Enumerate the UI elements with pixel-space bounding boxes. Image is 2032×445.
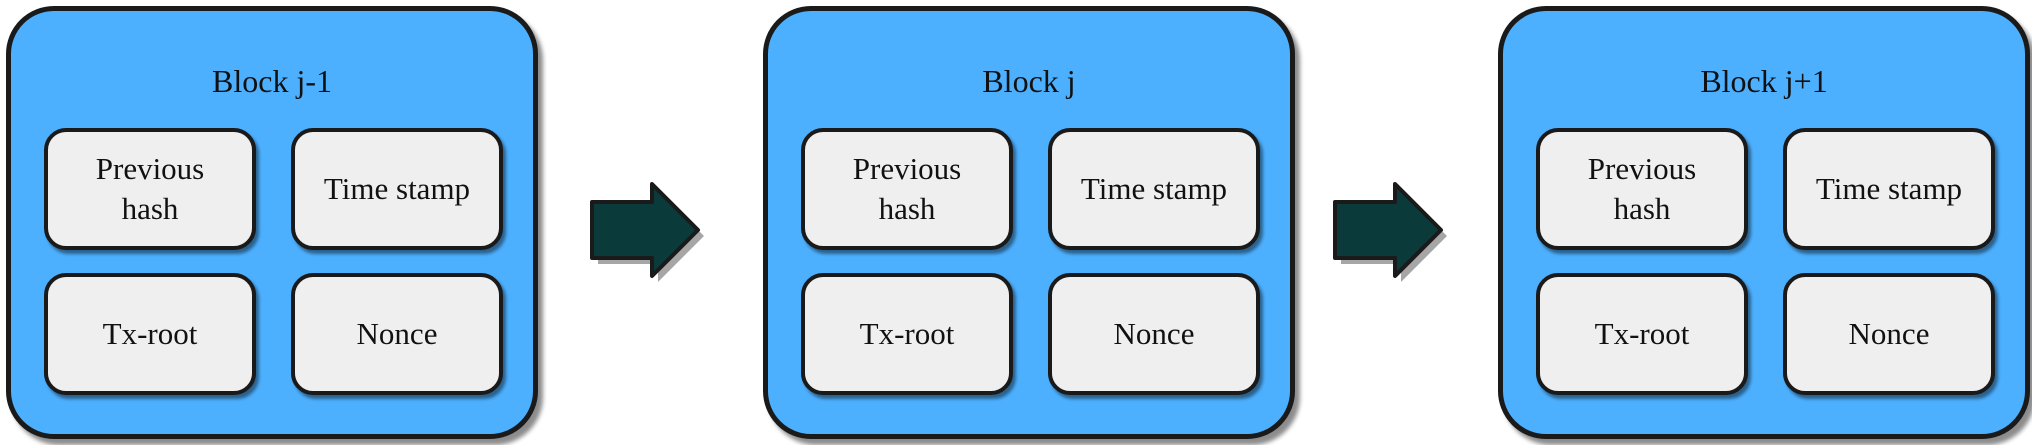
previous-hash-label-line1: Previous bbox=[852, 151, 962, 186]
previous-hash-field: Previous hash bbox=[1536, 128, 1748, 250]
previous-hash-field: Previous hash bbox=[44, 128, 256, 250]
nonce-field: Nonce bbox=[1048, 273, 1260, 395]
block-title: Block j+1 bbox=[1700, 63, 1828, 99]
previous-hash-label-line2: hash bbox=[878, 191, 936, 226]
tx-root-field: Tx-root bbox=[44, 273, 256, 395]
block-title: Block j bbox=[982, 63, 1076, 99]
previous-hash-label-line2: hash bbox=[121, 191, 179, 226]
previous-hash-label-line1: Previous bbox=[95, 151, 205, 186]
tx-root-field: Tx-root bbox=[801, 273, 1013, 395]
nonce-field: Nonce bbox=[1783, 273, 1995, 395]
previous-hash-field: Previous hash bbox=[801, 128, 1013, 250]
block-j-minus-1: Block j-1 Previous hash Time stamp Tx-ro… bbox=[6, 6, 538, 439]
block-j: Block j Previous hash Time stamp Tx-root… bbox=[763, 6, 1295, 439]
arrow-right-icon bbox=[1333, 182, 1447, 282]
nonce-label: Nonce bbox=[356, 316, 438, 351]
tx-root-field: Tx-root bbox=[1536, 273, 1748, 395]
tx-root-label: Tx-root bbox=[102, 316, 198, 351]
arrow-right-icon bbox=[590, 182, 704, 282]
time-stamp-field: Time stamp bbox=[291, 128, 503, 250]
block-title: Block j-1 bbox=[212, 63, 332, 99]
previous-hash-label-line2: hash bbox=[1613, 191, 1671, 226]
time-stamp-label: Time stamp bbox=[1080, 171, 1228, 206]
time-stamp-label: Time stamp bbox=[1815, 171, 1963, 206]
nonce-label: Nonce bbox=[1113, 316, 1195, 351]
nonce-label: Nonce bbox=[1848, 316, 1930, 351]
block-j-plus-1: Block j+1 Previous hash Time stamp Tx-ro… bbox=[1498, 6, 2030, 439]
time-stamp-field: Time stamp bbox=[1048, 128, 1260, 250]
tx-root-label: Tx-root bbox=[1594, 316, 1690, 351]
nonce-field: Nonce bbox=[291, 273, 503, 395]
previous-hash-label-line1: Previous bbox=[1587, 151, 1697, 186]
tx-root-label: Tx-root bbox=[859, 316, 955, 351]
time-stamp-label: Time stamp bbox=[323, 171, 471, 206]
time-stamp-field: Time stamp bbox=[1783, 128, 1995, 250]
